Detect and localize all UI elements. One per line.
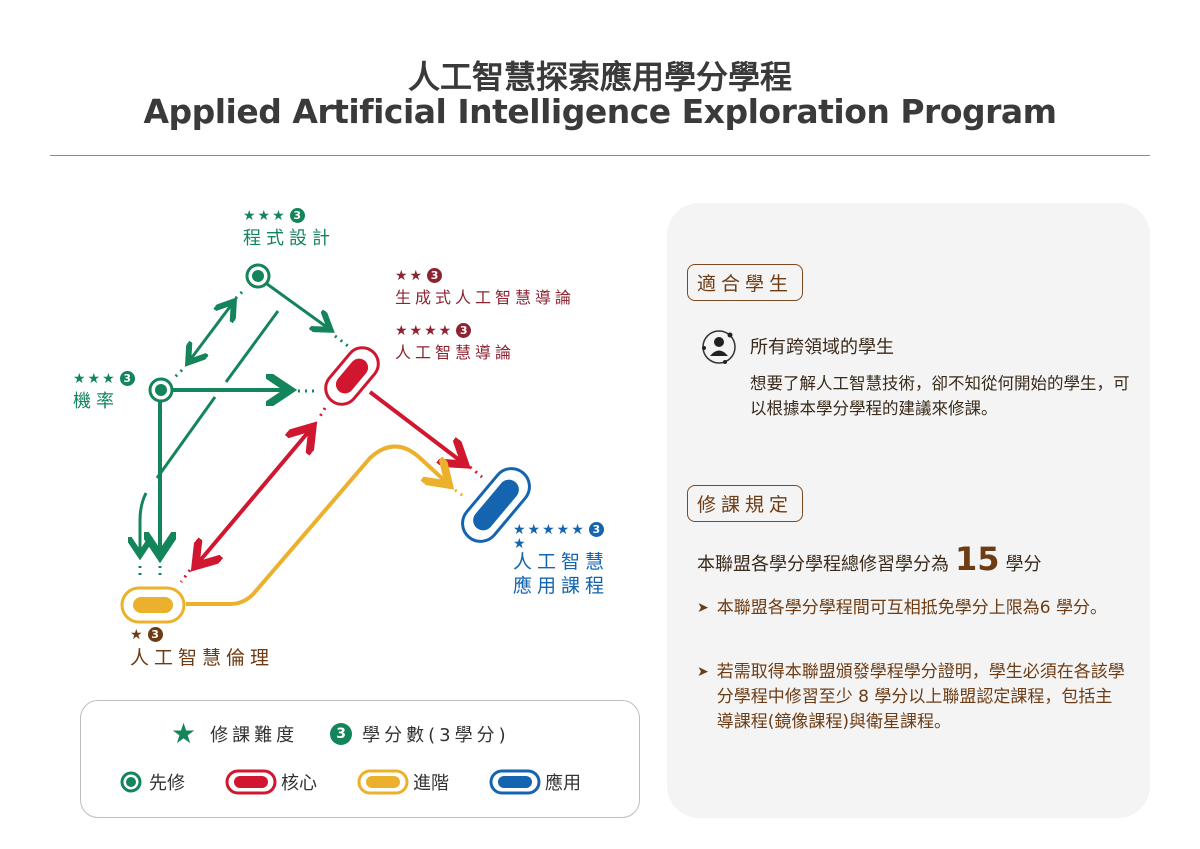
legend-core: 核心 bbox=[281, 773, 317, 794]
credits-badge: 3 bbox=[456, 323, 472, 338]
course-name: 人工智慧倫理 bbox=[130, 647, 275, 669]
difficulty-stars: ★★★★★ bbox=[513, 522, 586, 538]
course-name: 機率 bbox=[73, 391, 119, 412]
rules-tag: 修課規定 bbox=[687, 485, 804, 522]
edge-intro-to-applied bbox=[368, 390, 462, 462]
course-programming: ★★★3 程式設計 bbox=[243, 208, 335, 250]
node-intro-ai[interactable] bbox=[319, 341, 385, 411]
node-programming[interactable] bbox=[245, 263, 271, 289]
core-icon bbox=[225, 769, 277, 795]
node-ai-ethics[interactable] bbox=[120, 586, 186, 624]
applied-icon bbox=[489, 769, 541, 795]
course-genai-intro: ★★3 生成式人工智慧導論 bbox=[395, 268, 575, 308]
legend-prereq: 先修 bbox=[149, 773, 185, 794]
difficulty-stars: ★★★ bbox=[243, 208, 287, 224]
course-name-line2: 應用課程 bbox=[513, 575, 610, 597]
audience-title: 所有跨領域的學生 bbox=[750, 337, 894, 358]
difficulty-stars-extra: ★ bbox=[513, 536, 528, 552]
credits-badge: 3 bbox=[119, 371, 135, 386]
difficulty-stars: ★★★★ bbox=[395, 323, 454, 339]
difficulty-stars: ★★ bbox=[395, 268, 425, 284]
total-credits-value: 15 bbox=[955, 540, 1000, 578]
page-title-en: Applied Artificial Intelligence Explorat… bbox=[143, 92, 1057, 131]
divider bbox=[50, 155, 1150, 156]
prereq-icon bbox=[120, 771, 142, 793]
rule-text: 若需取得本聯盟頒發學程學分證明，學生必須在各該學分學程中修習至少 8 學分以上聯… bbox=[716, 662, 1125, 732]
credits-badge: 3 bbox=[588, 522, 604, 537]
course-ai-applied: ★★★★★3 ★ 人工智慧 應用課程 bbox=[513, 522, 609, 598]
person-icon bbox=[702, 330, 736, 364]
audience-description: 想要了解人工智慧技術，卻不知從何開始的學生，可以根據本學分學程的建議來修課。 bbox=[750, 374, 1130, 418]
credits-icon: 3 bbox=[330, 722, 353, 745]
credits-badge: 3 bbox=[427, 268, 443, 283]
suitable-students-tag: 適合學生 bbox=[687, 264, 804, 301]
legend-advanced: 進階 bbox=[413, 773, 449, 794]
course-name: 程式設計 bbox=[243, 228, 335, 249]
rule-item: ➤ 本聯盟各學分學程間可互相抵免學分上限為6 學分。 bbox=[697, 596, 1127, 621]
edge-ethics-to-applied bbox=[186, 444, 446, 606]
node-probability[interactable] bbox=[148, 377, 174, 403]
star-icon: ★ bbox=[171, 717, 201, 750]
course-map bbox=[120, 263, 537, 624]
node-applied-ai[interactable] bbox=[455, 461, 537, 548]
edge-programming-to-ethics bbox=[140, 310, 280, 552]
rule-item: ➤ 若需取得本聯盟頒發學程學分證明，學生必須在各該學分學程中修習至少 8 學分以上… bbox=[697, 660, 1127, 735]
legend: ★ 修課難度 3 學分數(3學分) 先修 核心 進階 應用 bbox=[80, 700, 640, 818]
arrow-icon: ➤ bbox=[697, 600, 709, 616]
difficulty-stars: ★★★ bbox=[73, 371, 117, 387]
arrow-icon: ➤ bbox=[697, 664, 709, 680]
rule-text: 本聯盟各學分學程間可互相抵免學分上限為6 學分。 bbox=[716, 598, 1107, 618]
course-name: 人工智慧導論 bbox=[395, 343, 516, 362]
course-ai-ethics: ★3 人工智慧倫理 bbox=[130, 627, 274, 670]
info-panel: 適合學生 所有跨領域的學生 想要了解人工智慧技術，卻不知從何開始的學生，可以根據… bbox=[667, 203, 1150, 818]
advanced-icon bbox=[357, 769, 409, 795]
difficulty-stars: ★ bbox=[130, 627, 145, 643]
edge-programming-probability bbox=[190, 304, 232, 360]
legend-applied: 應用 bbox=[545, 773, 581, 794]
legend-difficulty: 修課難度 bbox=[210, 724, 299, 746]
edge-intro-ethics bbox=[198, 430, 310, 563]
total-suffix: 學分 bbox=[1005, 554, 1042, 575]
course-name: 生成式人工智慧導論 bbox=[395, 288, 576, 307]
credits-badge: 3 bbox=[147, 627, 163, 642]
course-name: 人工智慧 bbox=[513, 551, 610, 573]
total-credits-line: 本聯盟各學分學程總修習學分為 15 學分 bbox=[697, 540, 1042, 578]
edge-programming-to-intro bbox=[266, 282, 328, 328]
page-title-zh: 人工智慧探索應用學分學程 bbox=[407, 58, 792, 96]
credits-badge: 3 bbox=[289, 208, 305, 223]
course-ai-intro: ★★★★3 人工智慧導論 bbox=[395, 323, 515, 363]
legend-credits: 學分數(3學分) bbox=[362, 724, 510, 746]
course-probability: ★★★3 機率 bbox=[73, 371, 135, 413]
total-prefix: 本聯盟各學分學程總修習學分為 bbox=[697, 554, 949, 575]
